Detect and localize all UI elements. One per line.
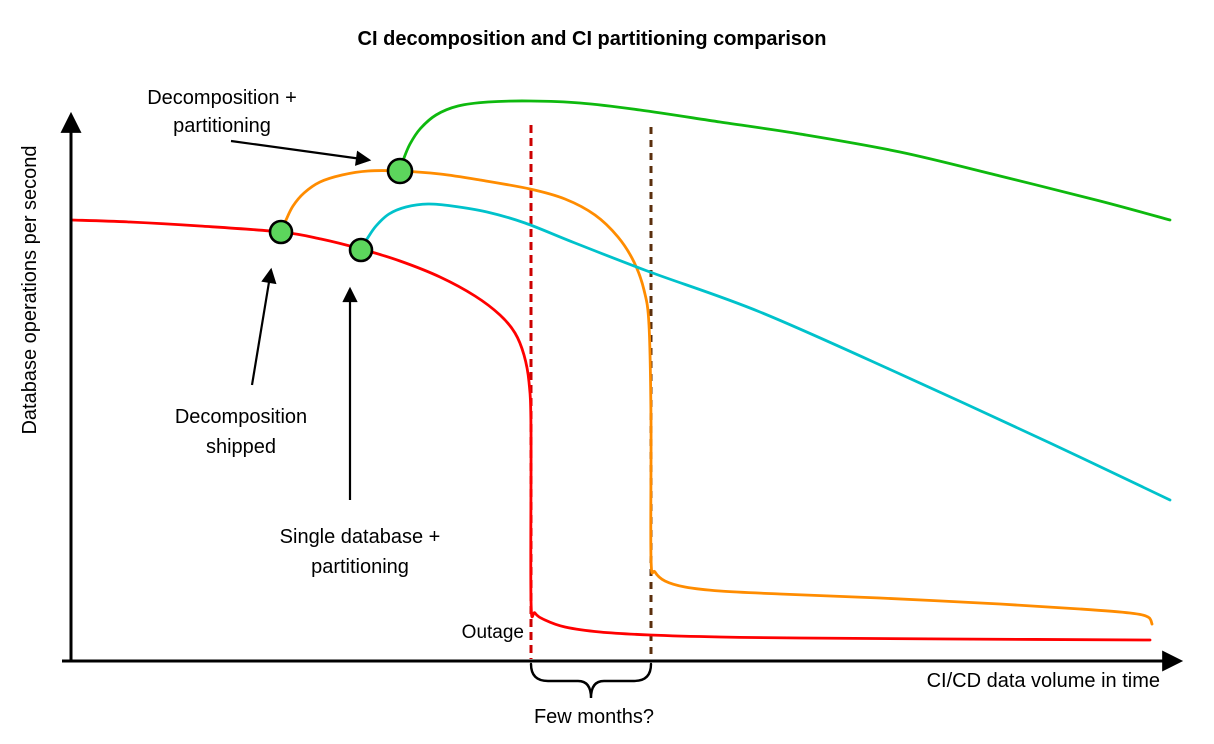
decomposition-shipped-label-line1: Decomposition: [175, 406, 307, 428]
decomposition-partitioning-arrow: [230, 139, 372, 166]
decomposition-partitioning-label-line2: partitioning: [173, 115, 271, 137]
branch-point-single-database-partitioning: [348, 237, 374, 263]
curves-layer: [69, 99, 1172, 642]
chart-title: CI decomposition and CI partitioning com…: [358, 28, 827, 50]
decomposition-shipped-label: Decomposition shipped: [175, 406, 307, 458]
outage-label: Outage: [462, 622, 524, 643]
decomposition-partitioning-label: Decomposition + partitioning: [147, 87, 297, 137]
curve-decomposition-shipped: [279, 169, 1154, 626]
y-axis-label: Database operations per second: [19, 145, 41, 434]
few-months-brace-layer: [529, 662, 653, 699]
single-database-partitioning-label: Single database + partitioning: [280, 526, 441, 578]
few-months-brace: [529, 662, 653, 699]
annotation-arrows-layer: [230, 139, 372, 500]
branch-point-decomposition-partitioning: [386, 157, 414, 185]
decomposition-shipped-label-line2: shipped: [206, 436, 276, 458]
x-axis-label: CI/CD data volume in time: [927, 670, 1160, 692]
curve-single-database-partitioning: [359, 202, 1172, 502]
curve-single-database: [69, 218, 1152, 642]
outage-events-layer: [529, 125, 653, 659]
single-database-partitioning-label-line2: partitioning: [311, 556, 409, 578]
branch-points-layer: [268, 157, 414, 263]
decomposition-partitioning-label-line1: Decomposition +: [147, 87, 297, 109]
curve-decomposition-partitioning: [398, 99, 1172, 222]
decomposition-shipped-arrow: [250, 267, 277, 386]
single-database-partitioning-label-line1: Single database +: [280, 526, 441, 548]
branch-point-decomposition-shipped: [268, 219, 294, 245]
few-months-label: Few months?: [534, 706, 654, 728]
